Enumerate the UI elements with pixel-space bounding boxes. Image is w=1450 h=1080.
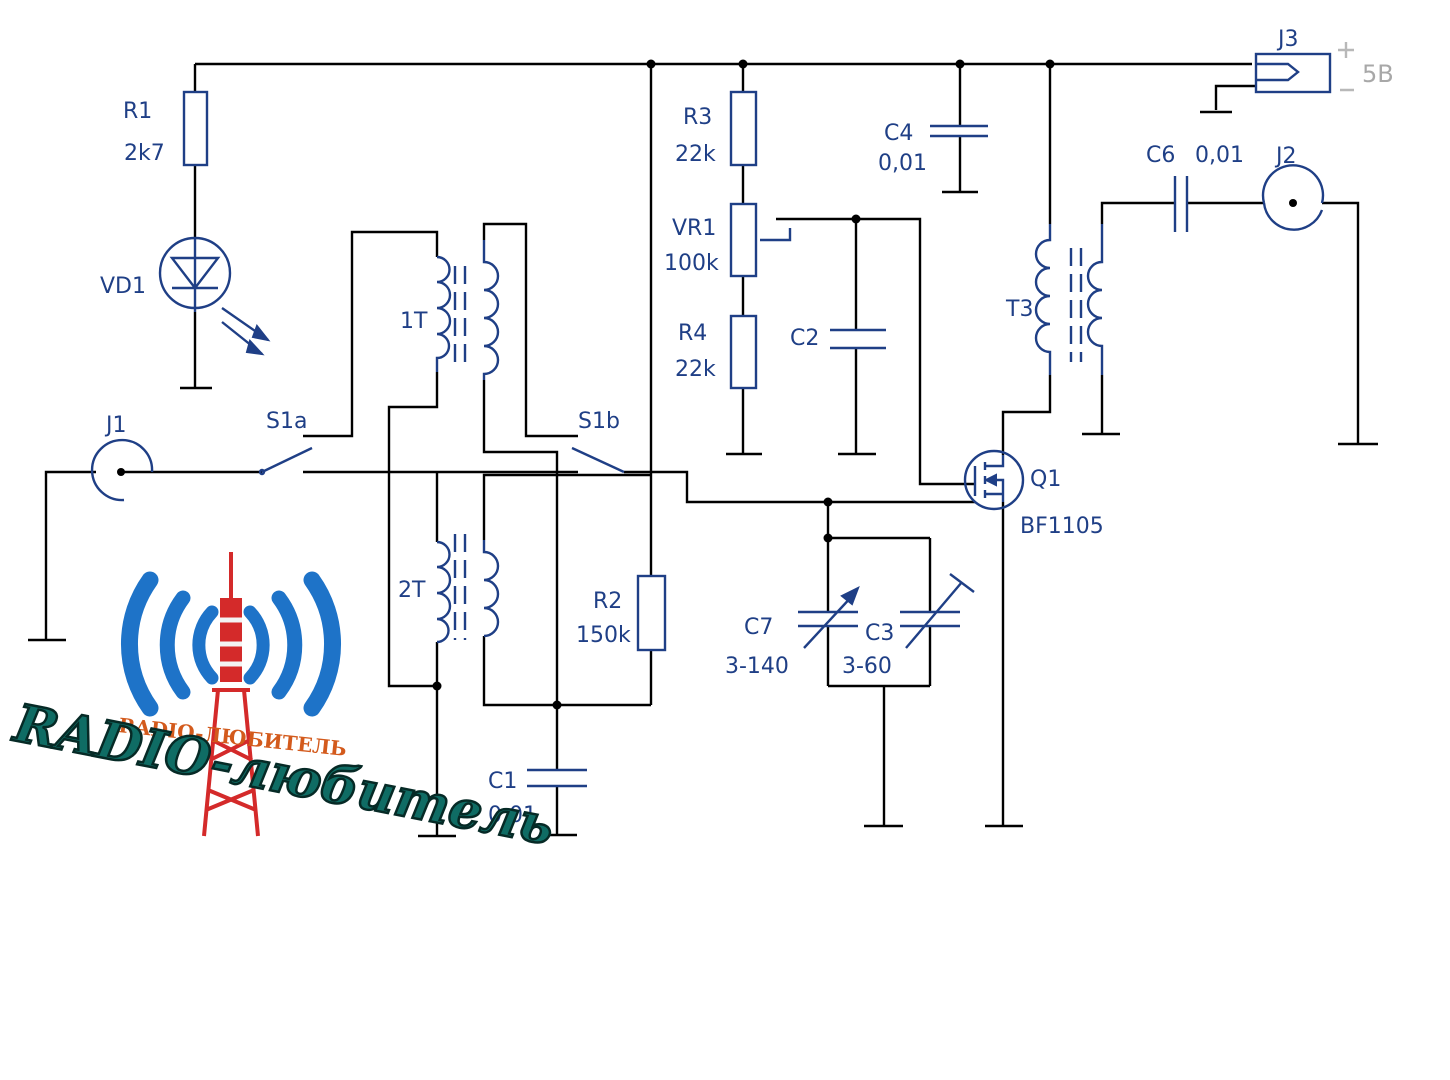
junction-dots <box>432 59 1055 710</box>
transformer-t3: T3 <box>1005 224 1104 375</box>
s1a-name: S1a <box>266 409 307 434</box>
j3-voltage: 5B <box>1362 60 1394 88</box>
t1-name: 1T <box>400 309 428 334</box>
s1b-name: S1b <box>578 409 620 434</box>
j2-name: J2 <box>1274 144 1297 169</box>
c1-value: 0.01 <box>488 803 537 828</box>
q1-name: Q1 <box>1030 467 1061 492</box>
vr1-value: 100k <box>664 251 719 276</box>
logo-title: RADIO-любитель <box>8 693 559 858</box>
capacitor-c6: C6 0,01 <box>1146 143 1244 232</box>
r4-name: R4 <box>678 321 707 346</box>
r1-name: R1 <box>123 99 152 124</box>
c1-name: C1 <box>488 769 517 794</box>
trimmer-capacitor-c3: C3 3-60 <box>842 573 975 679</box>
c3-name: C3 <box>865 621 894 646</box>
r3-value: 22k <box>675 142 716 167</box>
vr1-name: VR1 <box>672 216 716 241</box>
t3-name: T3 <box>1005 297 1033 322</box>
mosfet-q1: Q1 BF1105 <box>963 449 1104 539</box>
capacitor-c2: C2 <box>790 326 886 351</box>
c7-name: C7 <box>744 615 773 640</box>
resistor-r1: R1 2k7 <box>123 90 209 167</box>
j1-name: J1 <box>104 413 127 438</box>
q1-value: BF1105 <box>1020 514 1104 539</box>
capacitor-c4: C4 0,01 <box>878 121 988 176</box>
c6-name: C6 <box>1146 143 1175 168</box>
t2-name: 2T <box>398 578 426 603</box>
radio-tower-icon <box>202 552 260 837</box>
coax-connector-j1: J1 <box>90 413 154 502</box>
switch-s1a: S1a <box>258 409 313 476</box>
resistor-r4: R4 22k <box>675 314 758 390</box>
power-jack-j3: J3 5B <box>1254 27 1394 94</box>
transformer-1t: 1T <box>400 240 500 380</box>
potentiometer-vr1: VR1 100k <box>664 202 792 278</box>
r1-value: 2k7 <box>124 141 165 166</box>
switch-s1b: S1b <box>571 409 625 474</box>
r2-value: 150k <box>576 623 631 648</box>
c4-value: 0,01 <box>878 151 927 176</box>
variable-capacitor-c7: C7 3-140 <box>725 585 860 679</box>
capacitor-c1: C1 0.01 <box>488 768 587 828</box>
c3-value: 3-60 <box>842 654 892 679</box>
resistor-r2: R2 150k <box>576 574 667 652</box>
j3-name: J3 <box>1276 27 1299 52</box>
r3-name: R3 <box>683 105 712 130</box>
led-vd1: VD1 <box>100 236 271 356</box>
radio-waves-icon <box>120 571 342 717</box>
r4-value: 22k <box>675 357 716 382</box>
vd1-name: VD1 <box>100 274 146 299</box>
coax-connector-j2: J2 <box>1261 144 1325 231</box>
c4-name: C4 <box>884 121 913 146</box>
c2-name: C2 <box>790 326 819 351</box>
transformer-2t: 2T <box>398 534 500 644</box>
resistor-r3: R3 22k <box>675 90 758 167</box>
radio-lyubitel-logo: RADIO-ЛЮБИТЕЛЬ RADIO-любитель <box>6 552 560 859</box>
wires <box>28 62 1378 838</box>
c6-value: 0,01 <box>1195 143 1244 168</box>
r2-name: R2 <box>593 589 622 614</box>
c7-value: 3-140 <box>725 654 789 679</box>
